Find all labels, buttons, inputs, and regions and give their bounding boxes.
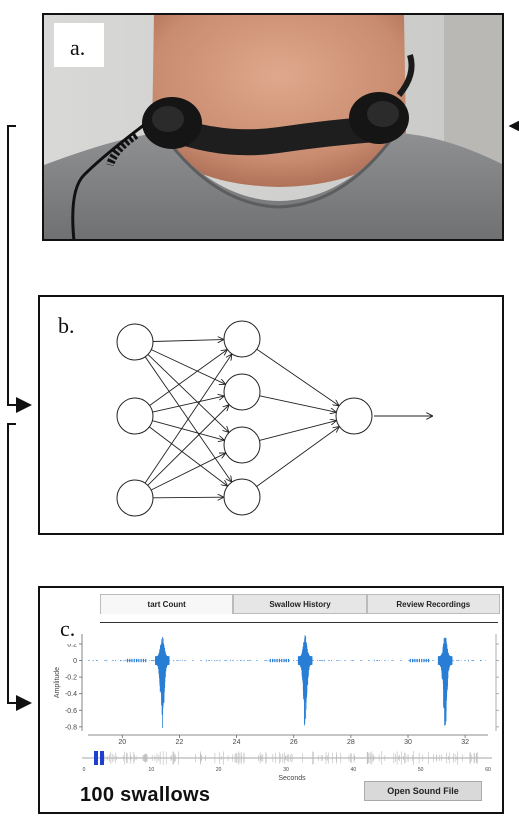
nn-edge bbox=[256, 348, 339, 405]
nn-edge bbox=[150, 453, 225, 491]
x-axis-title: Seconds bbox=[278, 775, 306, 782]
panel-a-photo: a. bbox=[42, 13, 504, 241]
y-tick-label: -0.2 bbox=[65, 675, 77, 682]
nn-node-layer2-3 bbox=[223, 426, 261, 464]
nn-node-layer1-3 bbox=[116, 479, 154, 517]
tab-start-count[interactable]: tart Count bbox=[100, 594, 234, 614]
waveform-series bbox=[87, 635, 488, 728]
nn-edge bbox=[151, 349, 224, 384]
y-tick-label: -0.6 bbox=[65, 708, 77, 715]
nn-edge bbox=[144, 355, 231, 484]
nn-node-layer2-1 bbox=[223, 320, 261, 358]
panel-b-neural-network: b. bbox=[38, 295, 504, 535]
neural-network-diagram bbox=[116, 320, 502, 517]
overview-tick-label: 50 bbox=[418, 767, 424, 773]
arrow-a-to-b bbox=[7, 125, 32, 413]
nn-node-layer3-1 bbox=[335, 397, 373, 435]
tab-swallow-history[interactable]: Swallow History bbox=[233, 594, 367, 614]
nn-edge bbox=[259, 395, 336, 412]
panel-c-app-screenshot: tart Count Swallow History Review Record… bbox=[38, 586, 504, 814]
tab-review-recordings[interactable]: Review Recordings bbox=[366, 594, 500, 614]
arrow-c-to-b bbox=[7, 423, 32, 711]
nn-node-layer2-4 bbox=[223, 478, 261, 516]
panel-b-label: b. bbox=[58, 313, 75, 338]
x-tick-label: 24 bbox=[233, 739, 241, 746]
y-tick-label: 0 bbox=[73, 658, 77, 665]
nn-edge bbox=[152, 420, 223, 440]
app-tab-bar: tart Count Swallow History Review Record… bbox=[100, 594, 500, 614]
nn-edge bbox=[149, 426, 226, 486]
panel-a-label: a. bbox=[54, 23, 104, 67]
overview-handle-left[interactable] bbox=[94, 751, 98, 765]
y-axis-title: Amplitude bbox=[54, 667, 61, 698]
tab-divider-line bbox=[100, 622, 498, 623]
nn-node-layer1-1 bbox=[116, 323, 154, 361]
overview-tick-label: 0 bbox=[83, 767, 86, 773]
nn-edge bbox=[149, 350, 227, 406]
waveform-plot: 0.2 0 -0.2 -0.4 -0.6 -0.8 20 22 24 26 28 30 32 Amplit… bbox=[54, 634, 499, 782]
x-tick-label: 30 bbox=[404, 739, 412, 746]
overview-tick-label: 10 bbox=[149, 767, 155, 773]
nn-edge bbox=[147, 354, 228, 431]
nn-edge bbox=[259, 421, 335, 441]
overview-tick-label: 30 bbox=[283, 767, 289, 773]
x-tick-label: 26 bbox=[290, 739, 298, 746]
overview-tick-label: 40 bbox=[351, 767, 357, 773]
nn-edge bbox=[147, 405, 229, 486]
nn-node-layer2-2 bbox=[223, 373, 261, 411]
y-tick-label: -0.8 bbox=[65, 724, 77, 731]
x-tick-label: 20 bbox=[118, 739, 126, 746]
overview-handle-right[interactable] bbox=[100, 751, 104, 765]
overview-tick-label: 20 bbox=[216, 767, 222, 773]
y-tick-label: -0.4 bbox=[65, 691, 77, 698]
x-tick-label: 22 bbox=[176, 739, 184, 746]
nn-edge bbox=[152, 340, 223, 342]
x-tick-label: 32 bbox=[461, 739, 469, 746]
nn-edge bbox=[256, 427, 339, 487]
overview-tick-label: 60 bbox=[485, 767, 491, 773]
y-tick-label: 0.2 bbox=[67, 641, 77, 648]
throat-microphone-photo bbox=[44, 15, 502, 239]
nn-node-layer1-2 bbox=[116, 397, 154, 435]
nn-edge bbox=[152, 497, 223, 498]
swallow-count: 100 swallows bbox=[80, 784, 211, 806]
panel-c-label: c. bbox=[58, 616, 80, 644]
x-tick-label: 28 bbox=[347, 739, 355, 746]
open-sound-file-button[interactable]: Open Sound File bbox=[364, 781, 482, 801]
nn-edge bbox=[152, 396, 224, 413]
